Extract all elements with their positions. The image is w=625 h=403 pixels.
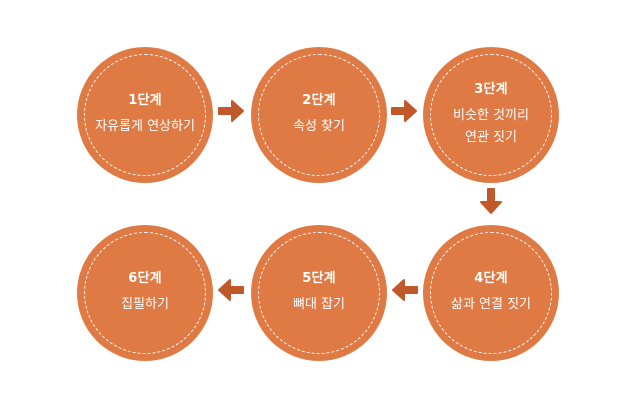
arrow-right-icon — [391, 100, 417, 122]
step-4-title: 4단계 — [474, 271, 508, 286]
step-5-title: 5단계 — [302, 271, 336, 286]
dashed-ring — [258, 232, 380, 354]
step-6-circle: 6단계 집필하기 — [77, 225, 213, 361]
dashed-ring — [84, 54, 206, 176]
dashed-ring — [84, 232, 206, 354]
step-4-circle: 4단계 삶과 연결 짓기 — [423, 225, 559, 361]
step-1-title: 1단계 — [128, 93, 162, 108]
step-5-circle: 5단계 뼈대 잡기 — [251, 225, 387, 361]
step-3-label-line-2: 연관 짓기 — [465, 130, 517, 145]
step-6-title: 6단계 — [128, 271, 162, 286]
step-6-label: 집필하기 — [121, 297, 169, 312]
step-3-label-line-1: 비슷한 것끼리 — [453, 108, 529, 123]
arrow-left-icon — [218, 279, 244, 301]
step-2-circle: 2단계 속성 찾기 — [251, 47, 387, 183]
step-2-label: 속성 찾기 — [293, 119, 345, 134]
arrow-left-icon — [392, 279, 418, 301]
step-1-circle: 1단계 자유롭게 연상하기 — [77, 47, 213, 183]
step-1-label: 자유롭게 연상하기 — [95, 119, 195, 134]
arrow-right-icon — [218, 100, 244, 122]
step-3-circle: 3단계 비슷한 것끼리 연관 짓기 — [423, 47, 559, 183]
arrow-down-icon — [480, 188, 502, 214]
step-4-label: 삶과 연결 짓기 — [450, 297, 532, 312]
step-3-title: 3단계 — [474, 82, 508, 97]
dashed-ring — [258, 54, 380, 176]
step-5-label: 뼈대 잡기 — [293, 297, 345, 312]
step-2-title: 2단계 — [302, 93, 336, 108]
dashed-ring — [430, 232, 552, 354]
dashed-ring — [430, 54, 552, 176]
